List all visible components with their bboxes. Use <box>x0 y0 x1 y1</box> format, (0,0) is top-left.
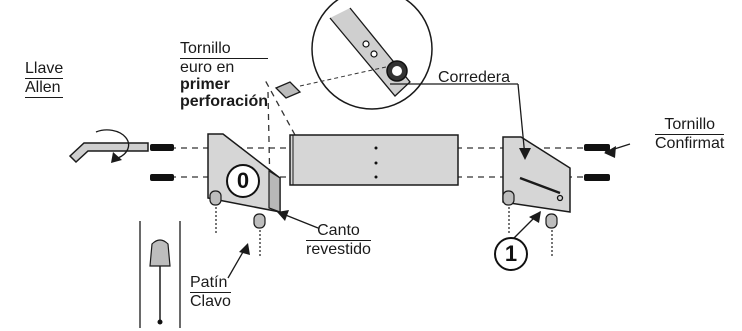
label-corredera-text: Corredera <box>438 69 511 86</box>
label-tornillo-euro-line4: perforación <box>180 93 269 110</box>
label-patin-clavo: Patín Clavo <box>190 274 231 310</box>
side-panel-1 <box>502 136 571 213</box>
label-llave-line2: Allen <box>25 79 64 98</box>
allen-key <box>68 129 149 164</box>
label-tornillo-euro: Tornillo euro en primer perforación <box>180 40 269 110</box>
left-bolts <box>150 144 174 181</box>
label-llave-line1: Llave <box>25 60 64 79</box>
glide-detail <box>139 221 181 328</box>
euro-screw <box>274 81 302 99</box>
label-patin-line2: Clavo <box>190 293 231 310</box>
badge-panel-0: 0 <box>226 164 260 198</box>
label-canto-revestido: Canto revestido <box>306 222 371 258</box>
label-corredera: Corredera <box>438 69 510 86</box>
right-bolts <box>584 144 610 181</box>
arrowheads <box>239 146 616 255</box>
magnified-detail <box>299 0 433 110</box>
label-patin-line1: Patín <box>190 274 231 293</box>
center-shelf <box>289 134 459 186</box>
nails <box>215 207 553 258</box>
glide-feet <box>209 190 558 229</box>
label-tornillo-euro-line2: euro en <box>180 59 235 76</box>
label-tornillo-euro-line1: Tornillo <box>180 40 269 59</box>
label-tornillo-confirmat: Tornillo Confirmat <box>655 116 725 152</box>
label-llave-allen: Llave Allen <box>25 60 64 98</box>
badge-panel-1: 1 <box>494 237 528 271</box>
label-confirmat-line1: Tornillo <box>655 116 725 135</box>
label-canto-line1: Canto <box>306 222 371 241</box>
label-canto-line2: revestido <box>306 241 371 258</box>
label-confirmat-line2: Confirmat <box>655 135 725 152</box>
label-tornillo-euro-line3: primer <box>180 76 230 93</box>
